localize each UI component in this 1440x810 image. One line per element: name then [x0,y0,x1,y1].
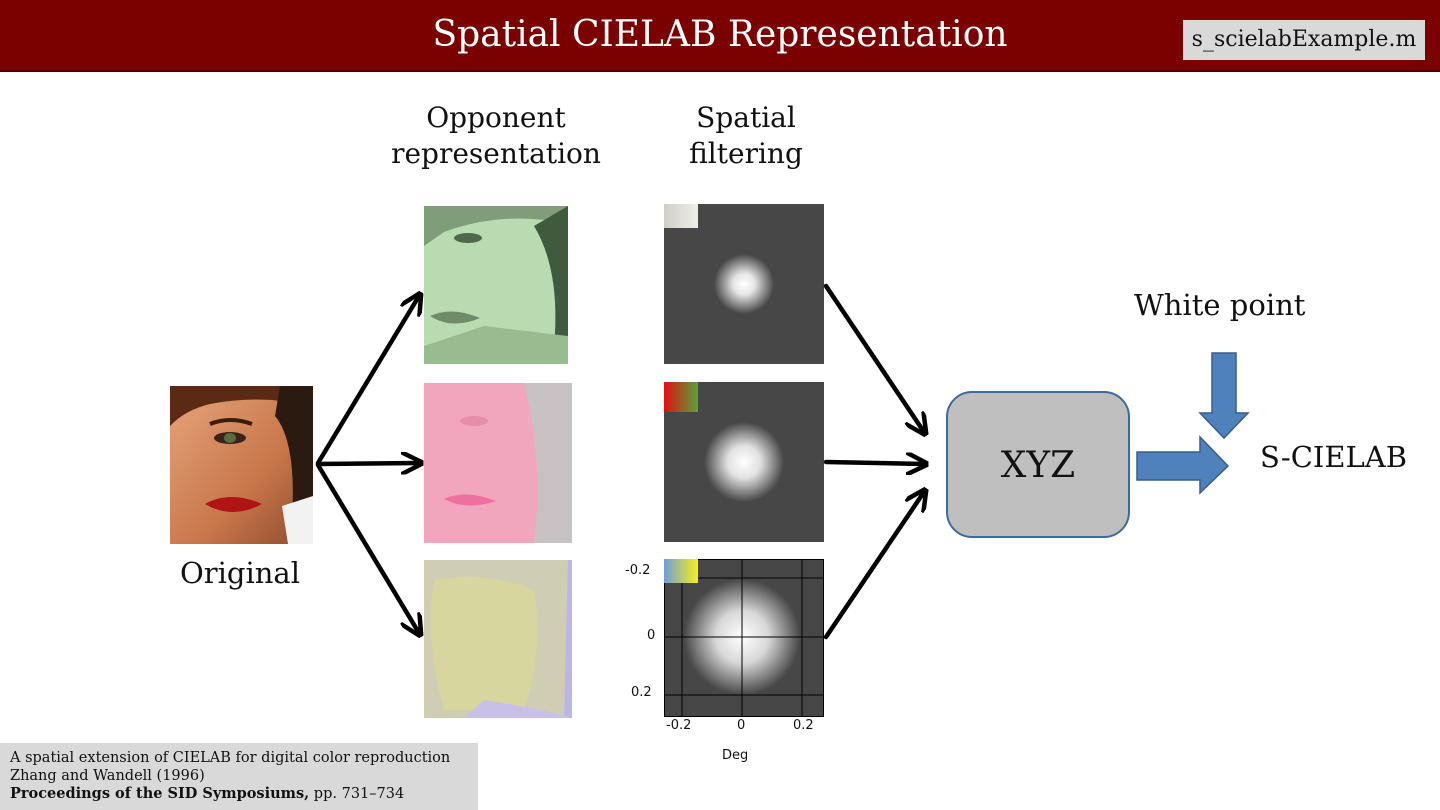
opponent-luminance-image [424,206,568,364]
x-tick-label: 0 [737,718,746,733]
opponent-blue-yellow-image [424,560,572,718]
blue-yellow-color-swatch [664,559,698,583]
x-tick-label: -0.2 [666,718,692,733]
spatial-heading-line2: filtering [689,137,803,170]
citation-pages: pp. 731–734 [309,786,405,802]
xyz-box: XYZ [946,391,1130,538]
arrow-to-luminance [315,296,419,466]
citation-authors: Zhang and Wandell (1996) [10,768,205,784]
plot-frame [664,559,824,717]
original-image [170,386,313,544]
white-point-label: White point [1134,288,1306,322]
arrow-to-blue-yellow [315,462,419,633]
y-tick-label: 0 [647,628,656,643]
luminance-color-swatch [664,204,698,228]
citation-box: A spatial extension of CIELAB for digita… [0,743,478,810]
red-green-color-swatch [664,382,698,412]
arrow-luminance-to-xyz [823,283,924,432]
citation-venue: Proceedings of the SID Symposiums, [10,785,310,802]
opponent-heading-line1: Opponent [426,101,566,134]
blue-yellow-filter-kernel [664,559,824,717]
xyz-label: XYZ [1000,445,1076,486]
title-bar: Spatial CIELAB Representation s_scielabE… [0,0,1440,72]
page-title: Spatial CIELAB Representation [432,14,1008,55]
s-cielab-label: S-CIELAB [1260,440,1408,474]
white-point-down-arrow [1198,352,1250,440]
x-axis-label: Deg [722,748,749,763]
opponent-red-green-image [424,383,572,543]
arrow-blue-yellow-to-xyz [823,492,924,640]
opponent-heading: Opponent representation [390,100,602,172]
original-label: Original [180,556,300,590]
y-tick-label: -0.2 [625,563,651,578]
x-tick-label: 0.2 [793,718,814,733]
spatial-heading-line1: Spatial [696,101,796,134]
luminance-filter-kernel [664,204,824,364]
script-name-badge: s_scielabExample.m [1183,20,1425,60]
xyz-to-scielab-arrow [1136,435,1230,495]
red-green-filter-kernel [664,382,824,542]
arrow-to-red-green [315,463,419,464]
opponent-heading-line2: representation [391,137,601,170]
citation-venue-line: Proceedings of the SID Symposiums, pp. 7… [10,785,468,803]
arrow-red-green-to-xyz [823,462,924,464]
spatial-heading: Spatial filtering [666,100,826,172]
citation-title: A spatial extension of CIELAB for digita… [10,750,451,766]
y-tick-label: 0.2 [631,685,652,700]
